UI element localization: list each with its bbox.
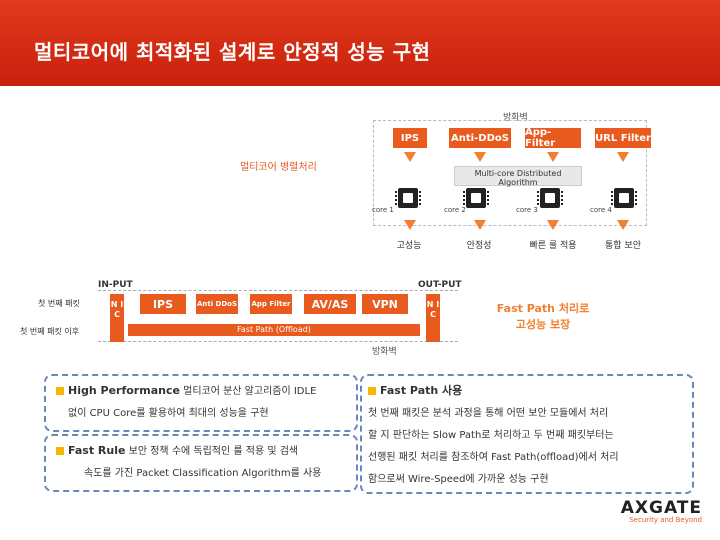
brand-tagline: Security and Beyond xyxy=(629,516,702,524)
benefit-label: 빠른 룰 적용 xyxy=(529,241,577,251)
fast-rule-line2: 속도를 가진 Packet Classification Algorithm를 … xyxy=(84,468,322,479)
fast-rule-title: Fast Rule xyxy=(68,444,126,457)
output-label: OUT-PUT xyxy=(418,280,462,290)
core-label: core 2 xyxy=(444,206,466,214)
firewall-label-top: 방화벽 xyxy=(503,113,528,123)
module-anti-ddos: Anti-DDoS xyxy=(449,128,511,148)
benefit-label: 고성능 xyxy=(396,241,422,251)
fast-path-bar: Fast Path (Offload) xyxy=(128,324,420,336)
high-performance-line1: 멀티코어 분산 알고리즘이 IDLE xyxy=(183,386,317,397)
high-performance-text: High Performance 멀티코어 분산 알고리즘이 IDLE 없이 C… xyxy=(56,380,356,425)
brand-name: AXGATE xyxy=(620,498,702,518)
arrow-down-icon xyxy=(404,220,416,230)
core-label: core 1 xyxy=(372,206,394,214)
fast-path-panel xyxy=(360,374,694,494)
pipeline-av-as: AV/AS xyxy=(304,294,356,314)
fast-path-line2: 할 지 판단하는 Slow Path로 처리하고 두 번째 패킷부터는 xyxy=(368,430,614,441)
core-label: core 3 xyxy=(516,206,538,214)
slide-title: 멀티코어에 최적화된 설계로 안정적 성능 구현 xyxy=(34,40,431,64)
arrow-down-icon xyxy=(547,152,559,162)
algorithm-label: Multi-core Distributed Algorithm xyxy=(474,169,562,187)
pipeline-vpn: VPN xyxy=(362,294,408,314)
pipeline-ips: IPS xyxy=(140,294,186,314)
fast-path-callout-line1: Fast Path 처리로 xyxy=(496,302,590,315)
benefit-label: 통합 보안 xyxy=(605,241,641,251)
fast-path-callout-line2: 고성능 보장 xyxy=(515,318,571,331)
nic-output: N I C xyxy=(426,294,440,342)
fast-path-callout: Fast Path 처리로 고성능 보장 xyxy=(496,300,590,332)
fast-rule-line1: 보안 정책 수에 독립적인 룰 적용 및 검색 xyxy=(128,446,299,457)
module-ips: IPS xyxy=(393,128,427,148)
fast-path-title: Fast Path 사용 xyxy=(380,384,463,397)
arrow-down-icon xyxy=(547,220,559,230)
high-performance-line2: 없이 CPU Core를 활용하여 최대의 성능을 구현 xyxy=(68,408,269,419)
arrow-down-icon xyxy=(404,152,416,162)
parallel-label: 멀티코어 병렬처리 xyxy=(240,162,317,173)
brand-logo: AXGATE Security and Beyond xyxy=(572,498,702,524)
cpu-chip-icon xyxy=(537,188,563,208)
arrow-down-icon xyxy=(617,152,629,162)
bullet-icon xyxy=(56,447,64,455)
pipeline-app-filter: App Filter xyxy=(250,294,292,314)
firewall-label-bottom: 방화벽 xyxy=(372,347,397,357)
cpu-chip-icon xyxy=(611,188,637,208)
fast-rule-panel xyxy=(44,434,358,492)
first-packet-label: 첫 번째 패킷 xyxy=(38,299,80,308)
high-performance-title: High Performance xyxy=(68,384,180,397)
bullet-icon xyxy=(56,387,64,395)
bullet-icon xyxy=(368,387,376,395)
arrow-down-icon xyxy=(474,220,486,230)
algorithm-panel: Multi-core Distributed Algorithm xyxy=(454,166,582,187)
nic-input: N I C xyxy=(110,294,124,342)
cpu-chip-icon xyxy=(395,188,421,208)
pipeline-anti-ddos: Anti DDoS xyxy=(196,294,238,314)
arrow-down-icon xyxy=(617,220,629,230)
cpu-chip-icon xyxy=(463,188,489,208)
firewall-frame xyxy=(373,120,647,226)
fast-rule-text: Fast Rule 보안 정책 수에 독립적인 룰 적용 및 검색 속도를 가진… xyxy=(56,440,356,485)
title-bar: 멀티코어에 최적화된 설계로 안정적 성능 구현 xyxy=(0,0,720,86)
fast-path-line1: 첫 번째 패킷은 분석 과정을 통해 어떤 보안 모듈에서 처리 xyxy=(368,408,609,419)
high-performance-panel xyxy=(44,374,358,432)
fast-path-line3: 선행된 패킷 처리를 참조하여 Fast Path(offload)에서 처리 xyxy=(368,452,619,463)
module-url-filter: URL Filter xyxy=(595,128,651,148)
arrow-down-icon xyxy=(474,152,486,162)
input-label: IN-PUT xyxy=(98,280,133,290)
module-app-filter: App-Filter xyxy=(525,127,581,149)
pipeline-frame xyxy=(98,290,458,342)
fast-path-line4: 함으로써 Wire-Speed에 가까운 성능 구현 xyxy=(368,474,549,485)
core-label: core 4 xyxy=(590,206,612,214)
benefit-label: 안정성 xyxy=(466,241,492,251)
fast-path-text: Fast Path 사용 첫 번째 패킷은 분석 과정을 통해 어떤 보안 모듈… xyxy=(368,380,686,491)
subsequent-packet-label: 첫 번째 패킷 이후 xyxy=(20,327,80,336)
